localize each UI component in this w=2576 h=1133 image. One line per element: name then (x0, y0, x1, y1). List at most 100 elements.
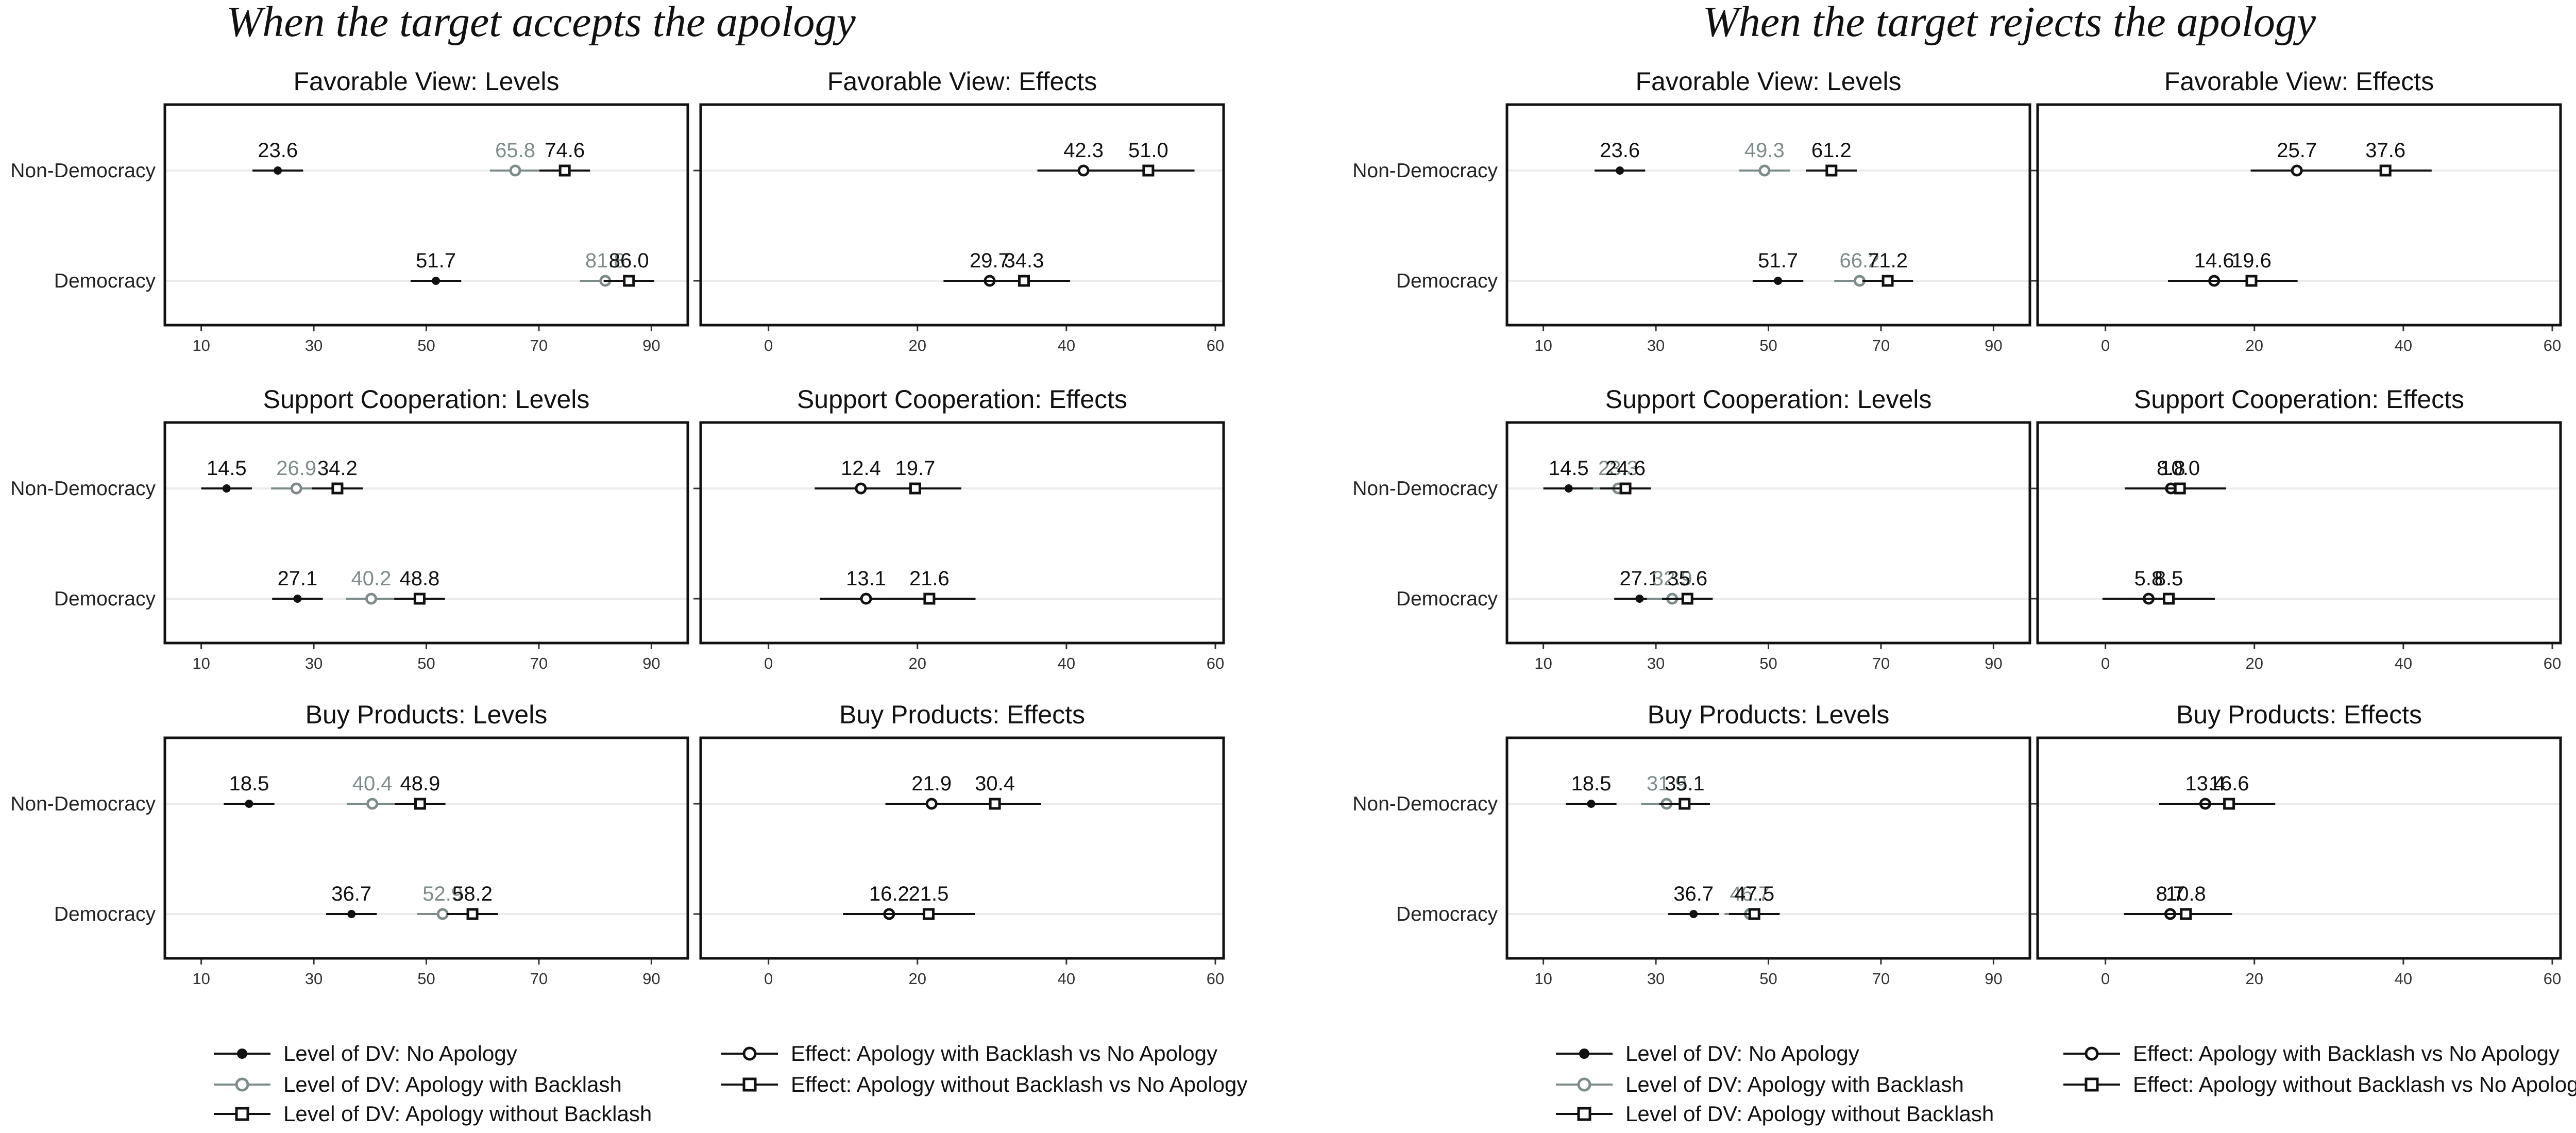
point-no_apology (274, 166, 282, 175)
panel-title: Support Cooperation: Levels (1605, 385, 1932, 414)
x-tick-label: 20 (909, 970, 926, 988)
x-tick-label: 70 (1872, 654, 1890, 672)
data-label-without_backlash: 19.7 (895, 457, 935, 480)
point-with_backlash (1077, 164, 1090, 177)
panel-frame (2036, 421, 2562, 645)
data-label-with_backlash: 21.9 (911, 772, 952, 795)
x-tick-label: 10 (192, 970, 210, 988)
panel-levels: Support Cooperation: LevelsNon-Democracy… (10, 385, 689, 672)
data-label-without_backlash: 24.6 (1605, 457, 1646, 480)
x-tick-label: 50 (1759, 336, 1777, 354)
point-with_backlash (1758, 164, 1771, 177)
data-label-no_apology: 27.1 (1619, 567, 1659, 590)
panel-frame (163, 736, 689, 960)
panel-frame (2036, 103, 2562, 327)
row-label-democracy: Democracy (1396, 588, 1498, 610)
point-no_apology (432, 277, 440, 285)
panel-title: Favorable View: Effects (827, 67, 1097, 96)
x-tick-label: 70 (1872, 336, 1890, 354)
data-label-with_backlash: 8.7 (2156, 883, 2185, 905)
x-tick-label: 60 (1207, 654, 1224, 672)
data-label-with_backlash: 8.8 (2157, 457, 2185, 480)
x-tick-label: 60 (1207, 336, 1224, 354)
x-tick-label: 30 (1647, 336, 1665, 354)
row-label-non-democracy: Non-Democracy (1352, 478, 1498, 500)
x-tick-label: 20 (2246, 970, 2263, 988)
legend-marker-circle (1577, 1077, 1591, 1092)
panel-frame (699, 736, 1225, 960)
row-label-non-democracy: Non-Democracy (10, 160, 156, 182)
x-tick-label: 30 (1647, 654, 1665, 672)
data-label-without_backlash: 16.6 (2209, 772, 2249, 795)
point-no_apology (1689, 910, 1698, 918)
point-without_backlash (1619, 482, 1632, 495)
x-tick-label: 30 (305, 336, 323, 354)
point-without_backlash (923, 593, 936, 605)
panel-title: Support Cooperation: Levels (263, 385, 590, 414)
data-label-without_backlash: 58.2 (452, 883, 493, 905)
point-no_apology (1774, 277, 1783, 285)
data-label-with_backlash: 40.4 (352, 772, 393, 795)
data-label-without_backlash: 21.5 (909, 883, 949, 905)
x-tick-label: 60 (2544, 970, 2561, 988)
point-without_backlash (989, 798, 1001, 810)
panel-title: Buy Products: Effects (839, 700, 1085, 729)
data-label-with_backlash: 5.8 (2134, 567, 2163, 590)
x-tick-label: 0 (764, 336, 773, 354)
point-without_backlash (1882, 275, 1894, 287)
panel-frame (699, 103, 1225, 327)
x-tick-label: 50 (1759, 970, 1777, 988)
point-with_backlash (290, 482, 302, 495)
data-label-with_backlash: 25.7 (2277, 139, 2317, 162)
section-1: When the target rejects the apologyFavor… (1352, 0, 2576, 1126)
panel-title: Favorable View: Levels (293, 67, 559, 96)
panel-levels: Favorable View: LevelsNon-DemocracyDemoc… (10, 67, 689, 354)
x-tick-label: 90 (1985, 654, 2002, 672)
x-tick-label: 60 (2544, 654, 2561, 672)
point-without_backlash (466, 908, 479, 920)
row-label-non-democracy: Non-Democracy (1352, 160, 1498, 182)
data-label-with_backlash: 13.1 (846, 567, 886, 590)
panel-frame (1505, 421, 2031, 645)
point-without_backlash (2163, 593, 2175, 605)
data-label-no_apology: 23.6 (258, 139, 298, 162)
panel-frame (163, 421, 689, 645)
x-tick-label: 30 (305, 970, 323, 988)
data-label-no_apology: 27.1 (277, 567, 317, 590)
panel-frame (699, 421, 1225, 645)
legend-marker-square (1577, 1107, 1591, 1121)
x-tick-label: 0 (2101, 336, 2110, 354)
point-without_backlash (922, 908, 935, 920)
point-without_backlash (1681, 593, 1693, 605)
section-title: When the target accepts the apology (226, 0, 856, 46)
data-label-with_backlash: 23.3 (1598, 457, 1638, 480)
data-label-without_backlash: 34.2 (317, 457, 358, 480)
x-tick-label: 90 (642, 336, 660, 354)
data-label-no_apology: 36.7 (331, 883, 371, 905)
x-tick-label: 10 (1534, 336, 1552, 354)
data-label-with_backlash: 40.2 (351, 567, 392, 590)
data-label-with_backlash: 81.8 (585, 249, 625, 272)
data-label-no_apology: 14.5 (207, 457, 247, 480)
point-without_backlash (1142, 164, 1155, 177)
data-label-with_backlash: 42.3 (1063, 139, 1104, 162)
x-tick-label: 0 (764, 970, 773, 988)
x-tick-label: 40 (1058, 336, 1075, 354)
row-label-democracy: Democracy (1396, 903, 1498, 925)
point-without_backlash (2379, 164, 2392, 177)
legend-marker-dot (1579, 1049, 1589, 1059)
data-label-without_backlash: 19.6 (2231, 249, 2272, 272)
point-with_backlash (860, 593, 872, 605)
panel-levels: Buy Products: LevelsNon-DemocracyDemocra… (1352, 700, 2031, 988)
x-tick-label: 90 (1985, 970, 2002, 988)
x-tick-label: 50 (417, 336, 435, 354)
data-label-without_backlash: 10.0 (2160, 457, 2200, 480)
data-label-with_backlash: 65.8 (495, 139, 535, 162)
data-label-with_backlash: 32.9 (1652, 567, 1692, 590)
data-label-without_backlash: 86.0 (609, 249, 649, 272)
legend-marker-square (235, 1107, 249, 1121)
legend-marker-circle (2084, 1046, 2099, 1061)
legend-label-level_with_backlash: Level of DV: Apology with Backlash (283, 1072, 622, 1096)
